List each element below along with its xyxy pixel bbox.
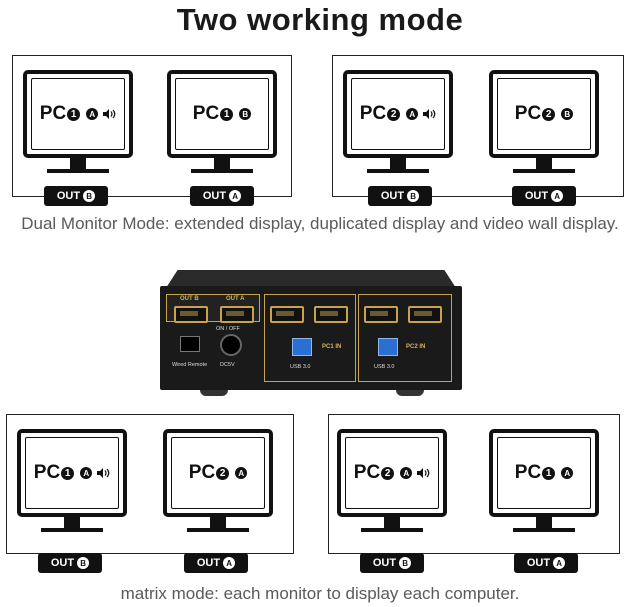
pc1-input-panel bbox=[264, 294, 356, 382]
page-title: Two working mode bbox=[176, 2, 464, 37]
pc2-in-label: PC2 IN bbox=[406, 344, 426, 350]
wired-remote-label: Wired Remote bbox=[172, 362, 208, 368]
power-jack bbox=[220, 334, 242, 356]
usb-port bbox=[292, 338, 312, 356]
monitor-label: PC 1 A bbox=[515, 462, 574, 484]
monitor-label: PC 2 B bbox=[515, 103, 574, 125]
hdmi-port bbox=[270, 306, 304, 323]
pc2-input-panel bbox=[358, 294, 452, 382]
monitor: PC 1 A bbox=[489, 429, 599, 532]
usb-label: USB 3.0 bbox=[374, 364, 395, 370]
out-a-label: OUT A bbox=[226, 296, 245, 302]
hdmi-port bbox=[408, 306, 442, 323]
out-b-label: OUT B bbox=[180, 296, 199, 302]
hdmi-port bbox=[314, 306, 348, 323]
speaker-icon bbox=[96, 467, 110, 479]
hdmi-port-out-b bbox=[174, 306, 208, 323]
monitor-label: PC 1 A bbox=[34, 462, 110, 484]
hdmi-port bbox=[364, 306, 398, 323]
monitor-label: PC 2 A bbox=[189, 462, 248, 484]
kvm-switch-device: OUT B OUT A ON / OFF Wired Remote DC5V U… bbox=[160, 270, 462, 398]
speaker-icon bbox=[422, 108, 436, 120]
matrix-mode-caption: matrix mode: each monitor to display eac… bbox=[120, 584, 520, 603]
monitor-label: PC 2 A bbox=[360, 103, 436, 125]
hdmi-port-out-a bbox=[220, 306, 254, 323]
monitor: PC 2 A bbox=[163, 429, 273, 532]
monitor: PC 1 B bbox=[167, 70, 277, 173]
on-off-label: ON / OFF bbox=[216, 326, 240, 332]
dual-mode-caption: Dual Monitor Mode: extended display, dup… bbox=[21, 214, 619, 233]
group-bottom-left: PC 1 A PC 2 A bbox=[6, 414, 294, 554]
monitor-label: PC 2 A bbox=[354, 462, 430, 484]
group-top-left: PC 1 A PC 1 B bbox=[12, 55, 292, 197]
power-switch bbox=[180, 336, 200, 352]
speaker-icon bbox=[102, 108, 116, 120]
group-top-right: PC 2 A PC 2 B bbox=[332, 55, 624, 197]
monitor: PC 1 A bbox=[23, 70, 133, 173]
monitor-label: PC 1 A bbox=[40, 103, 116, 125]
usb-port bbox=[378, 338, 398, 356]
group-bottom-right: PC 2 A PC 1 A bbox=[328, 414, 620, 554]
monitor: PC 2 B bbox=[489, 70, 599, 173]
speaker-icon bbox=[416, 467, 430, 479]
dc5v-label: DC5V bbox=[220, 362, 235, 368]
monitor: PC 1 A bbox=[17, 429, 127, 532]
pc1-in-label: PC1 IN bbox=[322, 344, 342, 350]
usb-label: USB 3.0 bbox=[290, 364, 311, 370]
monitor-label: PC 1 B bbox=[193, 103, 252, 125]
monitor: PC 2 A bbox=[343, 70, 453, 173]
monitor: PC 2 A bbox=[337, 429, 447, 532]
